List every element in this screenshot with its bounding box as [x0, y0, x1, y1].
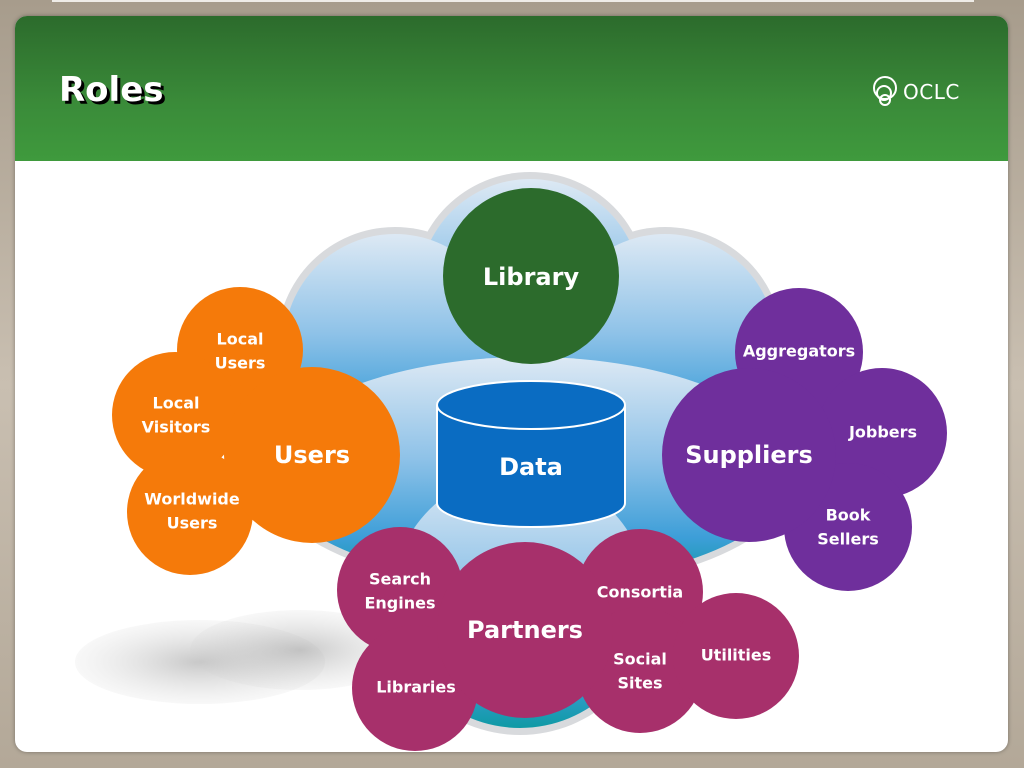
local-users-line1: Local — [217, 330, 264, 349]
social-sites-line2: Sites — [617, 674, 662, 693]
data-label: Data — [499, 453, 563, 481]
slide-header: Roles OCLC — [15, 16, 1008, 161]
utilities-label: Utilities — [701, 646, 772, 665]
slide-title: Roles — [59, 70, 164, 110]
local-users-line2: Users — [215, 354, 266, 373]
data-cylinder: Data — [436, 380, 626, 528]
partners-cluster: Partners Search Engines Libraries Consor… — [337, 527, 799, 751]
frame-topline — [52, 0, 974, 2]
local-visitors-line2: Visitors — [142, 418, 211, 437]
oclc-logo-icon — [873, 76, 897, 106]
social-sites-line1: Social — [613, 650, 667, 669]
worldwide-users-line2: Users — [167, 514, 218, 533]
local-visitors-line1: Local — [153, 394, 200, 413]
search-engines-line1: Search — [369, 570, 431, 589]
oclc-logo: OCLC — [871, 74, 981, 108]
logo-text: OCLC — [903, 80, 960, 104]
aggregators-label: Aggregators — [743, 342, 855, 361]
suppliers-label: Suppliers — [685, 441, 813, 469]
library-label: Library — [483, 263, 580, 291]
search-engines-line2: Engines — [364, 594, 435, 613]
users-cluster: Users Local Users Local Visitors Worldwi… — [112, 287, 400, 575]
book-sellers-line1: Book — [826, 506, 871, 525]
worldwide-users-line1: Worldwide — [144, 490, 240, 509]
partners-label: Partners — [467, 616, 583, 644]
jobbers-label: Jobbers — [848, 423, 917, 442]
consortia-label: Consortia — [597, 583, 683, 602]
libraries-label: Libraries — [376, 678, 456, 697]
suppliers-cluster: Suppliers Aggregators Jobbers Book Selle… — [662, 288, 947, 591]
book-sellers-line2: Sellers — [817, 530, 879, 549]
users-label: Users — [274, 441, 350, 469]
library-node: Library — [443, 188, 619, 364]
